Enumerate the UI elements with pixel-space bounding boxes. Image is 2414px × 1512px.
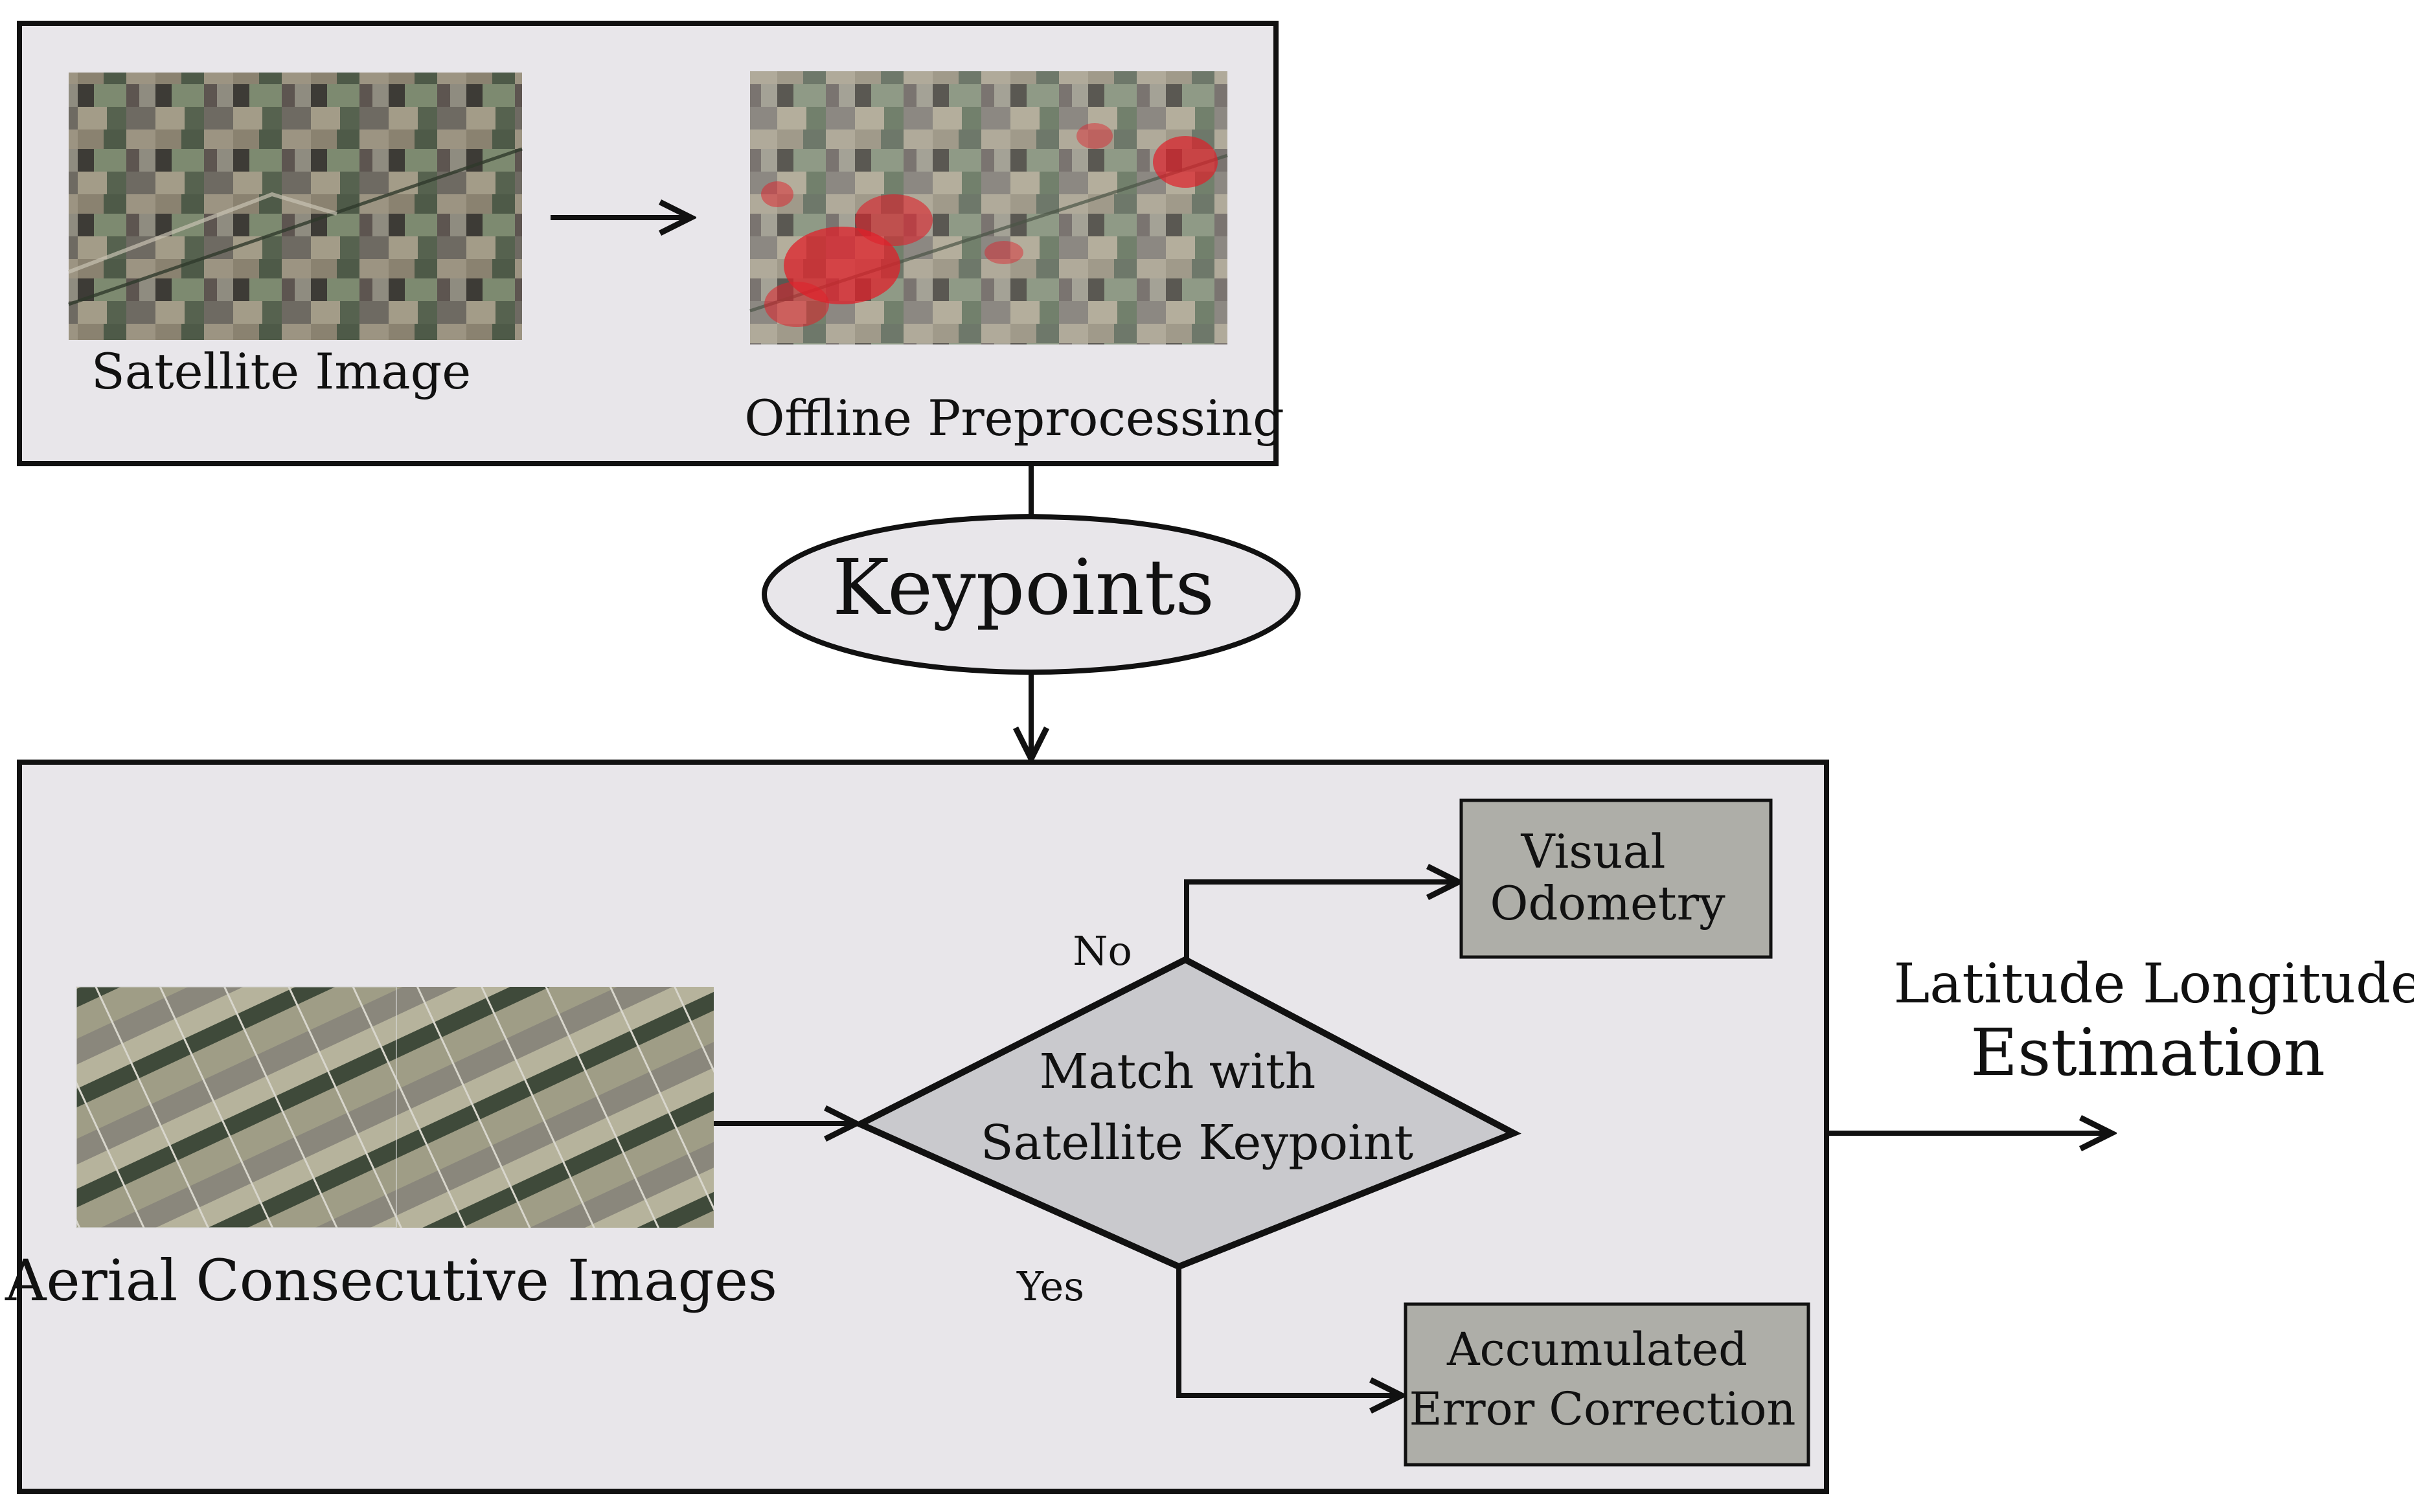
aec-line1: Accumulated [1446,1323,1748,1376]
yes-branch-label: Yes [1016,1263,1084,1310]
output-label-line1: Latitude Longitude [1894,952,2414,1015]
match-decision-diamond: Match with Satellite Keypoint [852,956,1521,1270]
keypoints-label: Keypoints [832,543,1214,632]
yes-branch-arrow [1176,1267,1400,1395]
visual-odometry-line1: Visual [1520,824,1665,879]
decision-label-line2: Satellite Keypoint [981,1115,1414,1171]
visual-odometry-line2: Odometry [1490,876,1725,931]
no-branch-arrow [1184,882,1457,960]
offline-preprocessing-panel: Satellite Image Offline Preprocessing [17,21,1284,466]
decision-label-line1: Match with [1040,1044,1316,1100]
keypoint-heatmap-image [749,71,1228,344]
output-label-line2: Estimation [1970,1015,2325,1090]
visual-odometry-box: Visual Odometry [1459,798,1773,959]
aec-line2: Error Correction [1409,1382,1796,1436]
aerial-images-label: Aerial Consecutive Images [5,1247,777,1314]
satellite-image [67,73,523,340]
keypoints-node: Keypoints [762,514,1301,675]
satellite-image-label: Satellite Image [91,343,472,400]
online-localization-panel: Aerial Consecutive Images Match with Sat… [5,760,1829,1494]
no-branch-label: No [1073,927,1132,975]
aerial-consecutive-images [76,986,714,1228]
offline-preprocessing-label: Offline Preprocessing [744,389,1284,447]
accumulated-error-correction-box: Accumulated Error Correction [1404,1302,1810,1467]
